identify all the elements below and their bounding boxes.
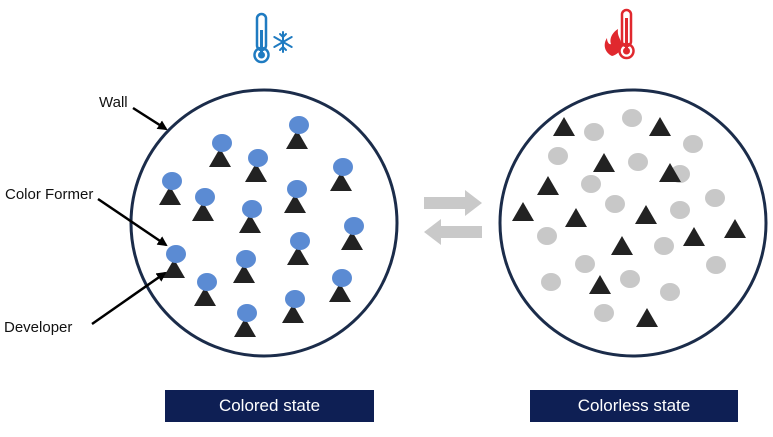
color-former-particle bbox=[289, 116, 309, 134]
color-former-particle bbox=[166, 245, 186, 263]
color-former-particle bbox=[594, 304, 614, 322]
developer-particle bbox=[330, 172, 352, 191]
developer-particle bbox=[284, 194, 306, 213]
color-former-particle bbox=[537, 227, 557, 245]
forward-arrow bbox=[424, 190, 482, 216]
color-former-particle bbox=[575, 255, 595, 273]
developer-particle bbox=[611, 236, 633, 255]
reversible-arrows-icon bbox=[424, 190, 482, 245]
developer-particle bbox=[512, 202, 534, 221]
color-former-particle bbox=[237, 304, 257, 322]
developer-particle bbox=[649, 117, 671, 136]
color-former-particle bbox=[654, 237, 674, 255]
developer-particle bbox=[636, 308, 658, 327]
color-former-particle bbox=[622, 109, 642, 127]
developer-particle bbox=[553, 117, 575, 136]
color-former-particle bbox=[620, 270, 640, 288]
colorless-particles bbox=[512, 109, 746, 327]
colorless-state-label: Colorless state bbox=[577, 396, 691, 415]
developer-particle bbox=[589, 275, 611, 294]
developer-particle bbox=[659, 163, 681, 182]
backward-arrow bbox=[424, 219, 482, 245]
color-former-particle bbox=[197, 273, 217, 291]
developer-particle bbox=[239, 214, 261, 233]
color-former-particle bbox=[581, 175, 601, 193]
thermometer-snowflake-icon bbox=[253, 12, 293, 64]
color-former-particle bbox=[162, 172, 182, 190]
colored-particles bbox=[159, 116, 364, 337]
color-former-particle bbox=[285, 290, 305, 308]
color-former-particle bbox=[541, 273, 561, 291]
color-former-particle bbox=[660, 283, 680, 301]
wall-pointer bbox=[132, 106, 168, 131]
color-former-particle bbox=[248, 149, 268, 167]
developer-particle bbox=[192, 202, 214, 221]
developer-particle bbox=[287, 246, 309, 265]
developer-particle bbox=[683, 227, 705, 246]
developer-particle bbox=[286, 130, 308, 149]
flame-icon bbox=[604, 29, 622, 56]
color-former-particle bbox=[628, 153, 648, 171]
snowflake-icon bbox=[273, 31, 293, 53]
color-former-label: Color Former bbox=[5, 186, 93, 203]
developer-particle bbox=[194, 287, 216, 306]
color-former-particle bbox=[333, 158, 353, 176]
color-former-particle bbox=[290, 232, 310, 250]
color-former-particle bbox=[670, 201, 690, 219]
color-former-particle bbox=[548, 147, 568, 165]
developer-particle bbox=[234, 318, 256, 337]
color-former-particle bbox=[705, 189, 725, 207]
thermometer-flame-icon bbox=[604, 8, 635, 60]
color-former-particle bbox=[236, 250, 256, 268]
developer-particle bbox=[245, 163, 267, 182]
developer-label: Developer bbox=[4, 319, 72, 336]
developer-particle bbox=[724, 219, 746, 238]
developer-particle bbox=[635, 205, 657, 224]
developer-particle bbox=[329, 283, 351, 302]
colorless-state-banner: Colorless state bbox=[530, 390, 738, 422]
color-former-particle bbox=[706, 256, 726, 274]
color-former-pointer bbox=[97, 197, 168, 247]
color-former-particle bbox=[605, 195, 625, 213]
color-former-particle bbox=[242, 200, 262, 218]
wall-label: Wall bbox=[99, 94, 128, 111]
developer-particle bbox=[233, 264, 255, 283]
developer-particle bbox=[163, 259, 185, 278]
color-former-particle bbox=[344, 217, 364, 235]
color-former-particle bbox=[683, 135, 703, 153]
color-former-particle bbox=[332, 269, 352, 287]
color-former-particle bbox=[212, 134, 232, 152]
color-former-particle bbox=[195, 188, 215, 206]
developer-particle bbox=[565, 208, 587, 227]
colored-state-label: Colored state bbox=[218, 396, 321, 415]
capsule-wall-colorless bbox=[498, 88, 768, 358]
colored-state-banner: Colored state bbox=[165, 390, 374, 422]
developer-particle bbox=[282, 304, 304, 323]
developer-particle bbox=[159, 186, 181, 205]
developer-particle bbox=[593, 153, 615, 172]
developer-particle bbox=[209, 148, 231, 167]
developer-particle bbox=[341, 231, 363, 250]
color-former-particle bbox=[584, 123, 604, 141]
developer-particle bbox=[537, 176, 559, 195]
developer-pointer bbox=[91, 271, 167, 326]
color-former-particle bbox=[287, 180, 307, 198]
capsule-wall-colored bbox=[129, 88, 399, 358]
